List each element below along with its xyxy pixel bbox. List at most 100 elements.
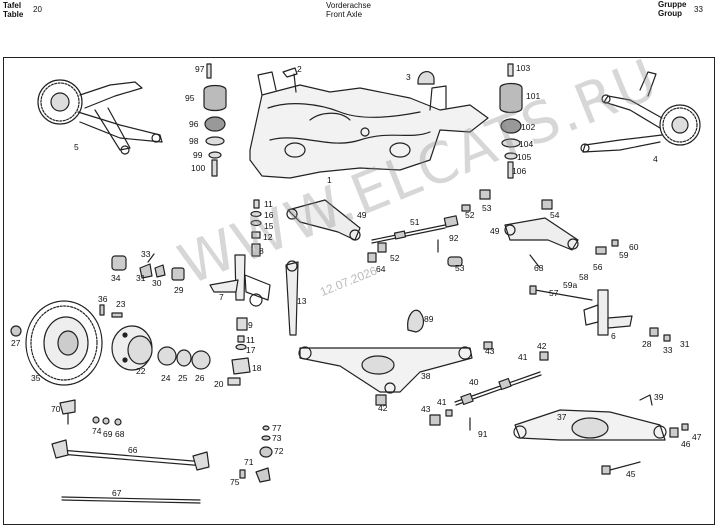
bushings-right (367, 189, 619, 267)
part-number: 23 (116, 299, 126, 309)
part-number: 41 (437, 397, 447, 407)
part-number: 40 (469, 377, 479, 387)
part-number: 72 (274, 446, 284, 456)
part-number: 28 (642, 339, 652, 349)
small-parts-right (649, 327, 671, 342)
nut-part-27 (10, 325, 22, 337)
tie-rod-end-part-70 (59, 399, 122, 426)
crossmember-part-1 (249, 71, 489, 179)
part-number: 2 (297, 64, 302, 74)
brake-drum-part-35 (25, 300, 103, 386)
mount-stack-right (499, 63, 523, 179)
part-number: 59a (563, 280, 578, 290)
part-number: 92 (449, 233, 459, 243)
bolt-part-45 (601, 461, 641, 475)
part-number: 42 (378, 403, 388, 413)
group-label: Group (658, 9, 682, 18)
suspension-assembly-left-part-5 (37, 79, 163, 155)
part-number: 66 (128, 445, 138, 455)
part-number: 30 (152, 278, 162, 288)
part-number: 26 (195, 373, 205, 383)
part-number: 20 (214, 379, 224, 389)
upper-control-arm-left-part-49 (286, 199, 361, 241)
part-number: 106 (512, 166, 527, 176)
part-number: 33 (663, 345, 673, 355)
part-number: 47 (692, 432, 702, 442)
part-number: 12 (263, 232, 273, 242)
part-number: 15 (264, 221, 274, 231)
part-number: 35 (31, 373, 41, 383)
part-number: 73 (272, 433, 282, 443)
part-number: 4 (653, 154, 658, 164)
part-number: 24 (161, 373, 171, 383)
part-number: 91 (478, 429, 488, 439)
title-english: Front Axle (326, 10, 363, 19)
tafel-label: Tafel (3, 1, 22, 10)
part-number: 16 (264, 210, 274, 220)
upper-control-arm-right-part-49 (504, 217, 579, 269)
part-number: 102 (521, 122, 536, 132)
part-number: 53 (482, 203, 492, 213)
part-number: 71 (244, 457, 254, 467)
part-number: 31 (136, 273, 146, 283)
part-number: 89 (424, 314, 434, 324)
part-number: 41 (518, 352, 528, 362)
part-number: 52 (465, 210, 475, 220)
part-number: 74 (92, 426, 102, 436)
mount-stack-left (203, 63, 227, 177)
bolt-assembly-part-51 (371, 215, 459, 253)
part-number: 9 (248, 320, 253, 330)
part-number: 25 (178, 373, 188, 383)
steering-knuckle-left-part-7 (209, 254, 271, 307)
part-number: 49 (490, 226, 500, 236)
part-number: 17 (246, 345, 256, 355)
part-number: 98 (189, 136, 199, 146)
part-number: 64 (376, 264, 386, 274)
part-number: 70 (51, 404, 61, 414)
part-number: 46 (681, 439, 691, 449)
bolt-part-2 (282, 67, 298, 93)
part-number: 36 (98, 294, 108, 304)
small-parts-left (111, 253, 185, 281)
part-number: 34 (111, 273, 121, 283)
wheel-hub-part-22 (111, 325, 153, 371)
part-number: 101 (526, 91, 541, 101)
lower-control-arm-left-part-38 (298, 346, 473, 394)
table-number: 20 (33, 5, 42, 14)
part-number: 69 (103, 429, 113, 439)
part-number: 43 (485, 346, 495, 356)
part-number: 45 (626, 469, 636, 479)
bushings-mid (375, 341, 549, 426)
part-number: 53 (455, 263, 465, 273)
diagram-frame (3, 57, 715, 525)
part-number: 100 (191, 163, 206, 173)
part-number: 57 (549, 288, 559, 298)
part-number: 104 (519, 139, 534, 149)
cover-part-89 (407, 309, 425, 333)
title-german: Vorderachse (326, 1, 371, 10)
part-number: 11 (264, 199, 273, 209)
part-number: 105 (517, 152, 532, 162)
part-number: 68 (115, 429, 125, 439)
track-rod-part-66 (51, 439, 210, 471)
part-number: 11 (246, 335, 255, 345)
part-number: 5 (74, 142, 79, 152)
steering-knuckle-right-part-6 (583, 289, 633, 336)
part-number: 51 (410, 217, 420, 227)
part-number: 13 (297, 296, 307, 306)
part-number: 33 (141, 249, 151, 259)
part-number: 22 (136, 366, 146, 376)
tie-rod-part-40 (454, 371, 542, 431)
part-number: 95 (185, 93, 195, 103)
part-number: 67 (112, 488, 122, 498)
table-label: Table (3, 10, 24, 19)
suspension-assembly-right-part-4 (580, 71, 701, 153)
part-number: 58 (579, 272, 589, 282)
pin-parts-column (227, 199, 262, 386)
part-number: 97 (195, 64, 205, 74)
group-number: 33 (694, 5, 703, 14)
part-number: 31 (680, 339, 690, 349)
bolts-part-36-23 (99, 304, 123, 318)
part-number: 60 (629, 242, 639, 252)
part-number: 63 (534, 263, 544, 273)
